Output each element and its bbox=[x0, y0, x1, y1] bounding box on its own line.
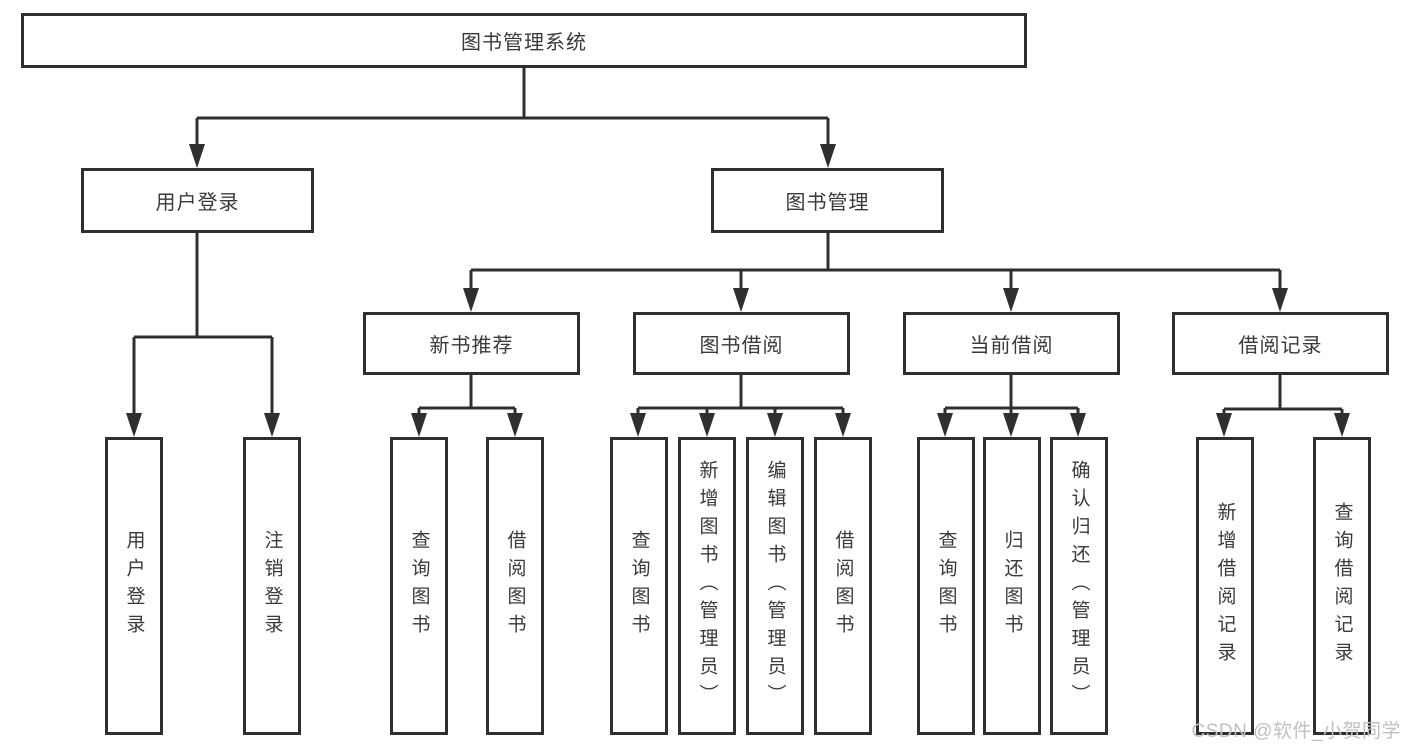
leaf-add-borrow-record: 新增借阅记录 bbox=[1196, 437, 1254, 735]
node-book-borrowing-label: 图书借阅 bbox=[699, 335, 784, 357]
csdn-watermark: CSDN @软件_小贺同学 bbox=[1191, 721, 1401, 742]
leaf-borrow-books-recommend-label: 借阅图书 bbox=[504, 530, 526, 642]
leaf-query-books-borrow-label: 查询图书 bbox=[628, 530, 650, 642]
leaf-query-borrow-record: 查询借阅记录 bbox=[1313, 437, 1371, 735]
leaf-query-books-borrow: 查询图书 bbox=[610, 437, 668, 735]
node-new-book-recommendation: 新书推荐 bbox=[363, 312, 580, 375]
node-root: 图书管理系统 bbox=[21, 13, 1027, 68]
leaf-borrow-books-recommend: 借阅图书 bbox=[486, 437, 544, 735]
node-new-book-recommendation-label: 新书推荐 bbox=[429, 335, 514, 357]
leaf-logout-label: 注销登录 bbox=[261, 530, 283, 642]
leaf-return-books: 归还图书 bbox=[983, 437, 1041, 735]
leaf-confirm-return-admin-label: 确认归还（管理员） bbox=[1068, 460, 1090, 712]
leaf-add-books-admin: 新增图书（管理员） bbox=[678, 437, 736, 735]
leaf-confirm-return-admin: 确认归还（管理员） bbox=[1050, 437, 1108, 735]
leaf-query-books-recommend: 查询图书 bbox=[390, 437, 448, 735]
node-borrowing-records: 借阅记录 bbox=[1172, 312, 1389, 375]
node-user-login: 用户登录 bbox=[81, 168, 314, 233]
node-current-borrowing: 当前借阅 bbox=[903, 312, 1120, 375]
leaf-query-books-current: 查询图书 bbox=[917, 437, 975, 735]
leaf-edit-books-admin-label: 编辑图书（管理员） bbox=[764, 460, 786, 712]
leaf-user-login: 用户登录 bbox=[105, 437, 163, 735]
leaf-edit-books-admin: 编辑图书（管理员） bbox=[746, 437, 804, 735]
node-current-borrowing-label: 当前借阅 bbox=[969, 335, 1054, 357]
leaf-borrow-books-label: 借阅图书 bbox=[832, 530, 854, 642]
leaf-query-books-recommend-label: 查询图书 bbox=[408, 530, 430, 642]
leaf-query-books-current-label: 查询图书 bbox=[935, 530, 957, 642]
node-root-label: 图书管理系统 bbox=[461, 32, 587, 54]
leaf-add-borrow-record-label: 新增借阅记录 bbox=[1214, 502, 1236, 670]
node-borrowing-records-label: 借阅记录 bbox=[1238, 335, 1323, 357]
node-book-borrowing: 图书借阅 bbox=[633, 312, 850, 375]
leaf-logout: 注销登录 bbox=[243, 437, 301, 735]
node-book-management-label: 图书管理 bbox=[785, 192, 870, 214]
leaf-borrow-books: 借阅图书 bbox=[814, 437, 872, 735]
node-book-management: 图书管理 bbox=[711, 168, 944, 233]
leaf-return-books-label: 归还图书 bbox=[1001, 530, 1023, 642]
leaf-user-login-label: 用户登录 bbox=[123, 530, 145, 642]
node-user-login-label: 用户登录 bbox=[155, 192, 240, 214]
leaf-add-books-admin-label: 新增图书（管理员） bbox=[696, 460, 718, 712]
leaf-query-borrow-record-label: 查询借阅记录 bbox=[1331, 502, 1353, 670]
